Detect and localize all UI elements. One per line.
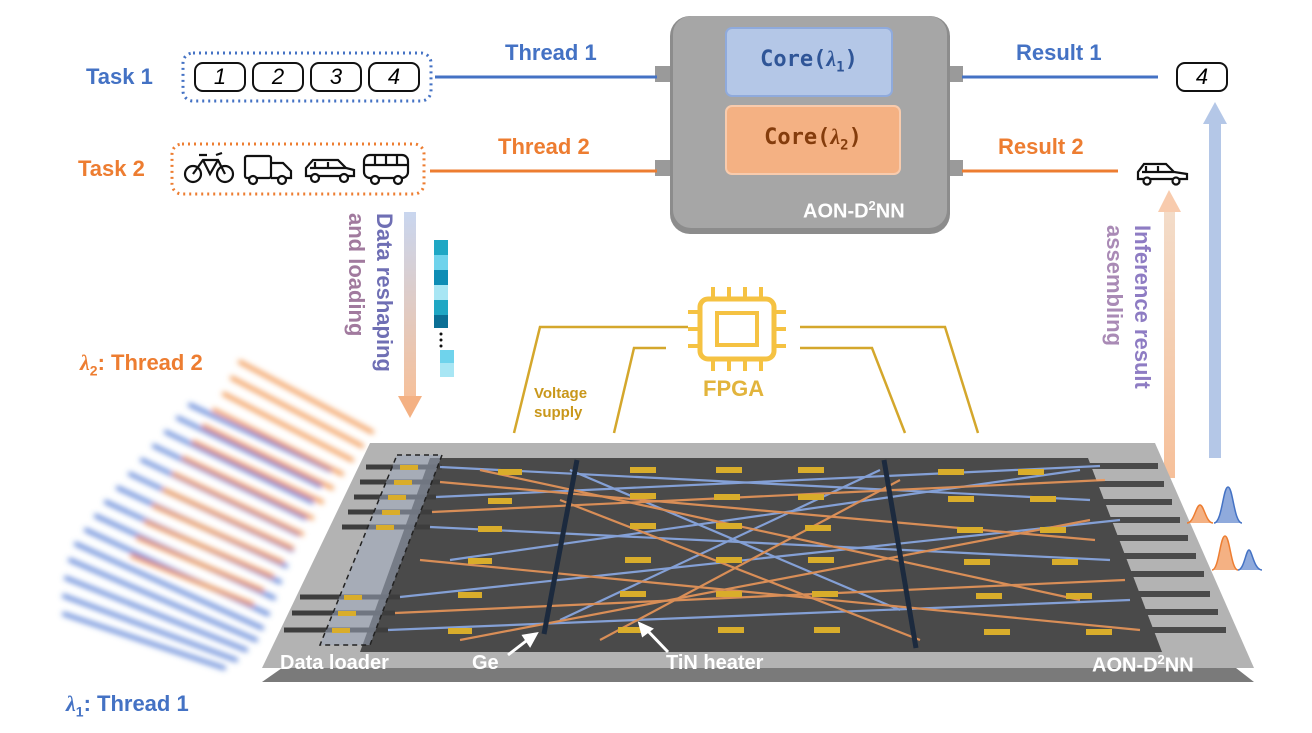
task1-digit-2: 2 (252, 62, 304, 92)
fpga-chip-icon (688, 287, 786, 371)
lambda2-thread2-label: λ2: Thread 2 (80, 350, 203, 379)
tin-heater-label: TiN heater (666, 652, 764, 674)
task1-digit-4: 4 (368, 62, 420, 92)
bus-icon (362, 153, 410, 186)
task1-digit-3: 3 (310, 62, 362, 92)
task2-label: Task 2 (78, 156, 145, 181)
thread2-label: Thread 2 (498, 134, 590, 159)
task2-box (170, 142, 426, 196)
photonic-chip (262, 443, 1254, 682)
wavelength-beams (62, 360, 374, 670)
fpga-wires (512, 325, 980, 434)
task1-box (181, 51, 433, 103)
diffraction-beams (387, 464, 1141, 642)
result2-label: Result 2 (998, 134, 1084, 159)
core-lambda2: Core(λ2) (764, 124, 862, 154)
result2-car-icon (1136, 162, 1189, 186)
right-assembling-arrow-orange (1158, 190, 1181, 478)
bicycle-icon (183, 151, 235, 184)
processor-box (655, 16, 963, 234)
ge-label: Ge (472, 652, 499, 674)
data-loader-label: Data loader (280, 652, 389, 674)
result1-digit: 4 (1176, 62, 1228, 92)
ge-bar-1 (541, 459, 580, 635)
left-loading-arrow (398, 212, 422, 418)
data-vector (434, 240, 454, 377)
output-spectra (1186, 486, 1263, 571)
task1-digit-1: 1 (194, 62, 246, 92)
fpga-label: FPGA (703, 376, 765, 401)
result1-label: Result 1 (1016, 40, 1102, 65)
truck-icon (243, 154, 293, 186)
core-lambda1: Core(λ1) (760, 46, 858, 76)
chip-name-label: AON-D2NN (1092, 652, 1194, 677)
car-icon (304, 158, 356, 184)
ge-bar-2 (881, 459, 919, 649)
tin-heaters (332, 465, 1112, 635)
thread-lines (430, 75, 1158, 173)
output-waveguides (1090, 463, 1226, 633)
right-assembling-arrow-blue (1203, 102, 1227, 458)
task1-label: Task 1 (86, 64, 153, 89)
thread1-label: Thread 1 (505, 40, 597, 65)
lambda1-thread1-label: λ1: Thread 1 (66, 691, 189, 720)
processor-name: AON-D2NN (803, 198, 905, 223)
